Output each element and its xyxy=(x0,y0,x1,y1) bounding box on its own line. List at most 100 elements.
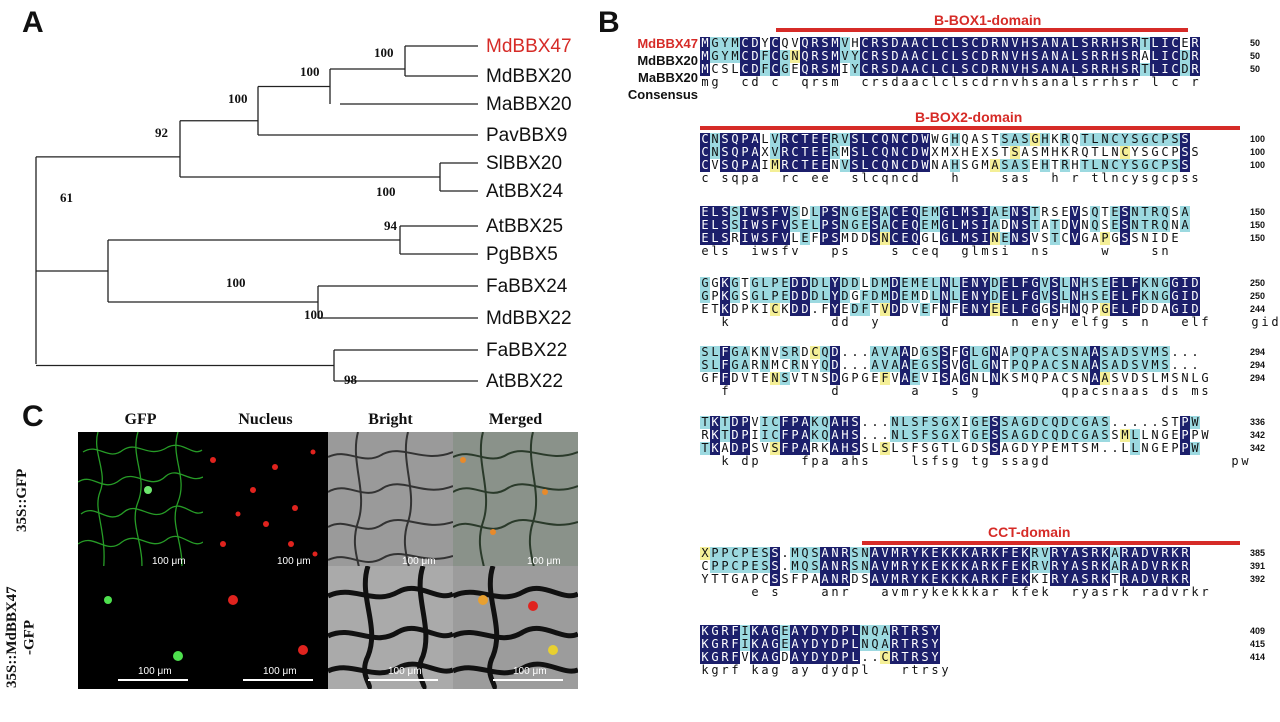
bootstrap-value: 61 xyxy=(60,190,73,205)
scale-bar-label: 100 μm xyxy=(513,666,547,677)
bootstrap-value: 100 xyxy=(300,64,320,79)
position-number: 100 xyxy=(1250,160,1266,170)
position-number: 414 xyxy=(1250,652,1266,662)
taxon-label: AtBBX22 xyxy=(486,371,563,392)
image-gfp-mdbbx47: 100 μm xyxy=(78,566,203,689)
position-number: 294 xyxy=(1250,347,1266,357)
image-nucleus-control: 100 μm xyxy=(203,432,328,582)
col-head-bright: Bright xyxy=(368,411,413,428)
panel-b-label: B xyxy=(598,6,620,39)
position-number: 50 xyxy=(1250,51,1261,61)
scale-bar-label: 100 μm xyxy=(388,666,422,677)
scale-bar-label: 100 μm xyxy=(527,556,561,567)
position-number: 385 xyxy=(1250,548,1266,558)
image-nucleus-mdbbx47: 100 μm xyxy=(203,566,328,689)
position-number: 50 xyxy=(1250,64,1261,74)
seq-name-mdbbx47: MdBBX47 xyxy=(637,36,698,51)
bbox1-domain-label: B-BOX1-domain xyxy=(934,12,1042,28)
image-bright-control: 100 μm xyxy=(328,432,453,582)
taxon-label: MaBBX20 xyxy=(486,94,572,115)
scale-bar-label: 100 μm xyxy=(138,666,172,677)
bootstrap-value: 100 xyxy=(226,275,246,290)
position-number: 100 xyxy=(1250,134,1266,144)
taxon-label: FaBBX24 xyxy=(486,276,568,297)
bootstrap-value: 92 xyxy=(155,125,168,140)
taxon-label: MdBBX20 xyxy=(486,66,572,87)
position-number: 294 xyxy=(1250,373,1266,383)
panel-c-label: C xyxy=(22,400,44,433)
position-number: 409 xyxy=(1250,626,1266,636)
phylogenetic-tree: MdBBX47MdBBX20MaBBX20PavBBX9SlBBX20AtBBX… xyxy=(35,36,572,392)
position-number: 150 xyxy=(1250,207,1266,217)
taxon-label: AtBBX25 xyxy=(486,216,563,237)
taxon-label: MdBBX22 xyxy=(486,308,572,329)
scale-bar-label: 100 μm xyxy=(277,556,311,567)
seq-name-consensus: Consensus xyxy=(627,87,698,102)
position-number: 392 xyxy=(1250,574,1266,584)
seq-name-mdbbx20: MdBBX20 xyxy=(637,53,698,68)
scale-bar-label: 100 μm xyxy=(402,556,436,567)
image-merged-control: 100 μm xyxy=(453,432,578,582)
scale-bar-label: 100 μm xyxy=(263,666,297,677)
cct-domain-bar xyxy=(862,541,1240,545)
taxon-label: SlBBX20 xyxy=(486,153,562,174)
taxon-label: MdBBX47 xyxy=(486,36,572,57)
position-number: 100 xyxy=(1250,147,1266,157)
seq-name-mabbx20: MaBBX20 xyxy=(638,70,698,85)
bootstrap-value: 98 xyxy=(344,372,358,387)
col-head-nucleus: Nucleus xyxy=(238,411,293,428)
row-label-gfp: 35S::GFP xyxy=(14,468,30,532)
position-number: 150 xyxy=(1250,233,1266,243)
row-label-mdbbx47: 35S::MdBBX47 -GFP xyxy=(4,586,38,689)
panel-a-label: A xyxy=(22,6,44,39)
bootstrap-value: 100 xyxy=(228,91,248,106)
position-number: 342 xyxy=(1250,430,1266,440)
position-number: 336 xyxy=(1250,417,1266,427)
image-gfp-control: 100 μm xyxy=(78,432,203,582)
bootstrap-value: 100 xyxy=(374,45,394,60)
position-number: 244 xyxy=(1250,304,1266,314)
scale-bar-label: 100 μm xyxy=(152,556,186,567)
bbox2-domain-label: B-BOX2-domain xyxy=(915,109,1023,125)
position-number: 250 xyxy=(1250,291,1266,301)
image-bright-mdbbx47: 100 μm xyxy=(328,566,453,689)
col-head-merged: Merged xyxy=(488,411,543,428)
bbox1-domain-bar xyxy=(776,28,1188,32)
bootstrap-value: 94 xyxy=(384,218,398,233)
taxon-label: FaBBX22 xyxy=(486,340,567,361)
